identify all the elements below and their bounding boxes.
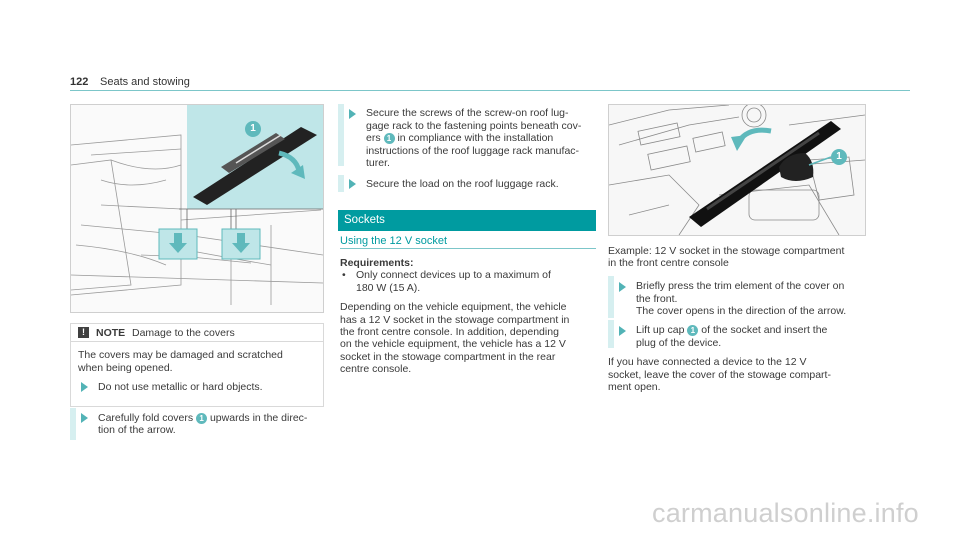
- step-secure-screws-line4: instructions of the roof luggage rack ma…: [366, 145, 580, 157]
- step-arrow-icon: [349, 179, 356, 189]
- header-rule: [70, 90, 910, 91]
- step-bar: [70, 408, 76, 440]
- paragraph-line: If you have connected a device to the 12…: [608, 356, 807, 368]
- step-text: in compliance with the installation: [397, 132, 554, 144]
- step-arrow-icon: [619, 326, 626, 336]
- step-arrow-icon: [349, 109, 356, 119]
- note-title: Damage to the covers: [132, 327, 235, 339]
- subheading-rule: [340, 248, 596, 249]
- paragraph-line: on the vehicle equipment, the vehicle ha…: [340, 338, 566, 350]
- step-bar: [608, 276, 614, 318]
- note-body-line1: The covers may be damaged and scratched: [78, 349, 283, 361]
- requirement-line1: Only connect devices up to a maximum of: [356, 269, 551, 281]
- step-lift-cap-line1: Lift up cap 1 of the socket and insert t…: [636, 324, 827, 336]
- center-console-figure: 1: [608, 104, 866, 236]
- step-bar: [338, 175, 344, 192]
- paragraph-line: socket in the stowage compartment in the…: [340, 351, 556, 363]
- bullet-dot: •: [342, 269, 346, 281]
- note-header: [71, 324, 323, 342]
- paragraph-line: socket, leave the cover of the stowage c…: [608, 369, 831, 381]
- step-arrow-icon: [81, 382, 88, 392]
- step-lift-cap-line2: plug of the device.: [636, 337, 722, 349]
- step-text: of the socket and insert the: [701, 324, 828, 336]
- step-text: Carefully fold covers: [98, 412, 194, 424]
- step-arrow-icon: [81, 413, 88, 423]
- step-secure-screws-line2: gage rack to the fastening points beneat…: [366, 120, 582, 132]
- figure-caption-line2: in the front centre console: [608, 257, 729, 269]
- step-arrow-icon: [619, 282, 626, 292]
- note-body-line2: when being opened.: [78, 362, 173, 374]
- step-fold-covers-line1: Carefully fold covers 1 upwards in the d…: [98, 412, 307, 424]
- figure-caption-line1: Example: 12 V socket in the stowage comp…: [608, 245, 845, 257]
- callout-marker: 1: [831, 149, 847, 165]
- note-label: NOTE: [96, 327, 126, 339]
- step-fold-covers-line2: tion of the arrow.: [98, 424, 176, 436]
- console-socket-illustration: [609, 105, 865, 235]
- sockets-heading-bar: [338, 210, 596, 231]
- step-press-trim-line2: the front.: [636, 293, 678, 305]
- warning-icon: !: [78, 327, 89, 338]
- paragraph-line: has a 12 V socket in the stowage compart…: [340, 314, 570, 326]
- callout-marker: 1: [383, 133, 395, 144]
- paragraph-line: centre console.: [340, 363, 412, 375]
- step-secure-screws-line5: turer.: [366, 157, 390, 169]
- subheading-12v-socket: Using the 12 V socket: [340, 235, 448, 247]
- roof-cover-figure: 1: [70, 104, 324, 313]
- callout-marker: 1: [687, 325, 699, 336]
- note-action: Do not use metallic or hard objects.: [98, 381, 263, 393]
- callout-marker: 1: [196, 413, 208, 424]
- paragraph-line: Depending on the vehicle equipment, the …: [340, 301, 567, 313]
- paragraph-line: the front centre console. In addition, d…: [340, 326, 559, 338]
- note-box: [70, 323, 324, 407]
- watermark: carmanualsonline.info: [652, 498, 919, 528]
- car-roof-illustration: [71, 105, 323, 305]
- step-text: ers: [366, 132, 381, 144]
- step-secure-load: Secure the load on the roof luggage rack…: [366, 178, 559, 190]
- section-title: Seats and stowing: [100, 76, 190, 88]
- requirements-label: Requirements:: [340, 257, 414, 269]
- callout-marker: 1: [245, 121, 261, 137]
- paragraph-line: ment open.: [608, 381, 661, 393]
- step-press-trim-line3: The cover opens in the direction of the …: [636, 305, 847, 317]
- step-press-trim-line1: Briefly press the trim element of the co…: [636, 280, 845, 292]
- step-bar: [338, 104, 344, 166]
- step-bar: [608, 320, 614, 348]
- requirement-line2: 180 W (15 A).: [356, 282, 421, 294]
- step-text: upwards in the direc-: [209, 412, 308, 424]
- step-text: Lift up cap: [636, 324, 685, 336]
- step-secure-screws-line1: Secure the screws of the screw-on roof l…: [366, 107, 569, 119]
- sockets-heading: Sockets: [344, 214, 385, 226]
- page-number: 122: [70, 76, 89, 88]
- step-secure-screws-line3: ers 1 in compliance with the installatio…: [366, 132, 553, 144]
